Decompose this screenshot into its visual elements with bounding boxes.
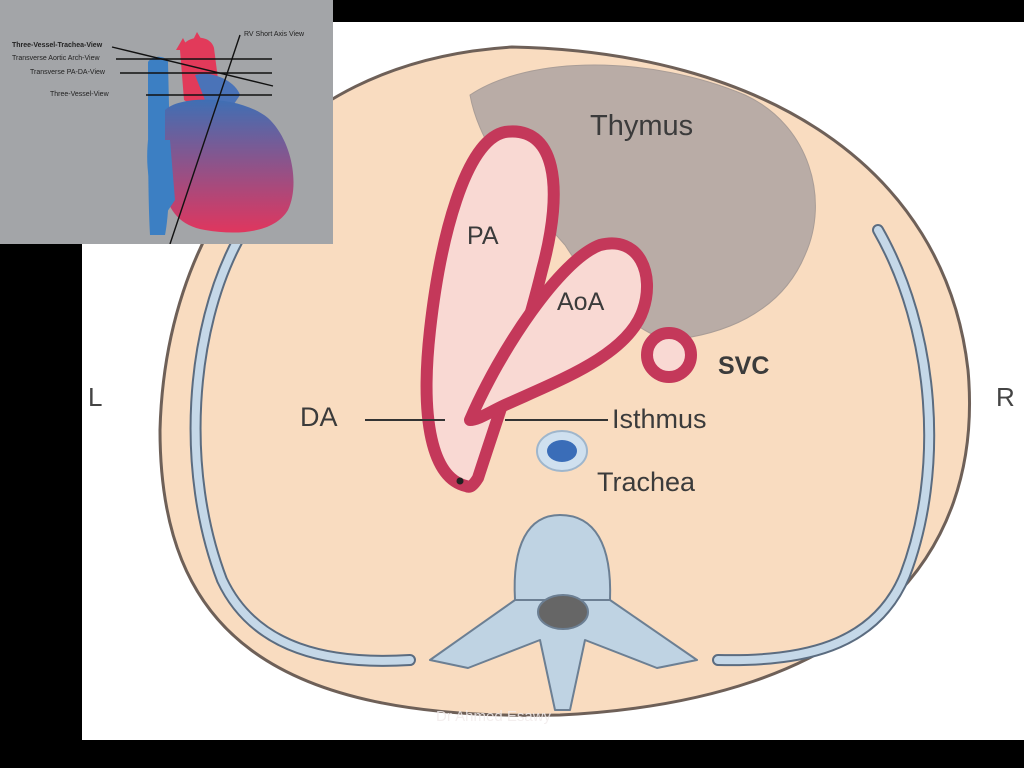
- three-vessel-label: Three-Vessel-View: [50, 91, 109, 98]
- thymus: [469, 64, 816, 341]
- vertebra: [429, 513, 698, 711]
- three-vessel-trachea-label: Three-Vessel-Trachea-View: [12, 42, 103, 49]
- aoa-label: AoA: [557, 288, 605, 316]
- isthmus-label: Isthmus: [612, 404, 707, 434]
- transverse-pa-da-label: Transverse PA-DA-View: [30, 69, 105, 76]
- right-side-label: R: [996, 382, 1015, 412]
- svc-label: SVC: [718, 352, 770, 380]
- heart-illustration: [111, 32, 294, 244]
- trachea-lumen: [547, 440, 577, 462]
- thymus-label: Thymus: [590, 110, 694, 142]
- pa-da-vessel: [420, 125, 560, 493]
- aortic-arch-vessel: [464, 237, 653, 426]
- pa-label: PA: [467, 222, 499, 250]
- rv-short-axis-label: RV Short Axis View: [244, 31, 305, 38]
- left-side-label: L: [88, 382, 103, 412]
- da-marker: [456, 477, 464, 485]
- svc-vessel: [641, 327, 697, 383]
- trachea-label: Trachea: [597, 467, 696, 497]
- transverse-aortic-arch-label: Transverse Aortic Arch-View: [12, 55, 100, 62]
- inset-heart-diagram: RV Short Axis View Three-Vessel-Trachea-…: [0, 0, 333, 244]
- da-label: DA: [300, 402, 338, 432]
- watermark: Dr Ahmed Esawy: [436, 708, 552, 725]
